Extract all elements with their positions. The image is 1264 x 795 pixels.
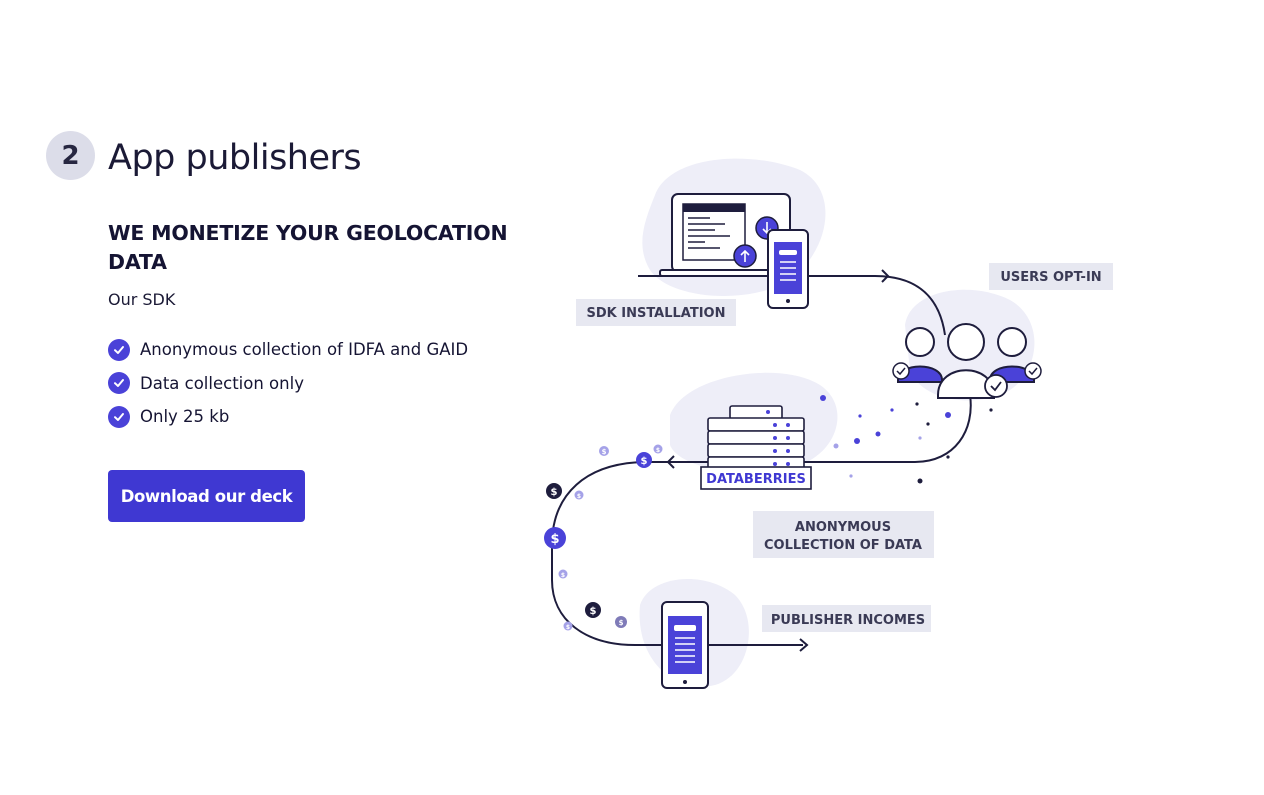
svg-text:$: $ xyxy=(619,619,624,627)
publisher-incomes-label: PUBLISHER INCOMES xyxy=(771,613,925,628)
download-deck-button[interactable]: Download our deck xyxy=(108,470,305,522)
svg-text:$: $ xyxy=(551,487,558,498)
anonymous-label-line2: COLLECTION OF DATA xyxy=(764,538,922,553)
svg-text:$: $ xyxy=(656,447,660,454)
feature-text: Only 25 kb xyxy=(140,407,230,427)
label-background xyxy=(989,263,1113,290)
upload-icon xyxy=(733,244,757,268)
users-icon xyxy=(897,323,1035,399)
label-background xyxy=(762,605,931,632)
section-title: App publishers xyxy=(108,138,362,178)
label-background xyxy=(753,511,934,558)
check-icon xyxy=(108,338,130,361)
feature-text: Data collection only xyxy=(140,373,304,393)
subhead: Our SDK xyxy=(108,290,176,309)
coin-icon: $ xyxy=(585,602,601,618)
sdk-flow-diagram: SDK INSTALLATION USERS OPT-IN xyxy=(544,158,1113,689)
svg-text:$: $ xyxy=(602,448,607,456)
databerries-label-box xyxy=(700,466,812,490)
coin-icon: $ xyxy=(636,452,652,468)
data-dots xyxy=(820,395,993,484)
step-number-badge: 2 xyxy=(46,131,95,180)
feature-text: Anonymous collection of IDFA and GAID xyxy=(140,340,469,360)
svg-text:$: $ xyxy=(550,532,559,547)
coin-icon: $ xyxy=(599,446,609,456)
flow-path xyxy=(638,275,946,336)
feature-item: Only 25 kb xyxy=(108,400,468,434)
coin-icon: $ xyxy=(615,616,627,628)
label-background xyxy=(576,299,736,326)
anonymous-label-line1: ANONYMOUS xyxy=(795,520,891,535)
svg-text:$: $ xyxy=(566,624,570,631)
check-icon xyxy=(108,405,130,428)
check-icon xyxy=(108,372,130,395)
svg-text:$: $ xyxy=(577,493,581,500)
feature-item: Data collection only xyxy=(108,367,468,401)
feature-item: Anonymous collection of IDFA and GAID xyxy=(108,333,468,367)
svg-text:$: $ xyxy=(561,572,565,579)
arrow-icon xyxy=(666,455,675,469)
headline: WE MONETIZE YOUR GEOLOCATION DATA xyxy=(108,221,508,274)
flow-path xyxy=(551,394,972,646)
databerries-label: DATABERRIES xyxy=(706,472,806,487)
check-icon xyxy=(892,362,1042,398)
coin-icon: $ xyxy=(546,483,562,499)
feature-list: Anonymous collection of IDFA and GAID Da… xyxy=(108,333,468,434)
coin-icon: $ xyxy=(563,621,573,631)
svg-text:$: $ xyxy=(590,606,597,617)
coin-icon: $ xyxy=(574,490,584,500)
sdk-installation-label: SDK INSTALLATION xyxy=(586,306,725,321)
phone-icon xyxy=(661,601,709,689)
coin-icon: $ xyxy=(558,569,568,579)
users-opt-in-label: USERS OPT-IN xyxy=(1000,270,1101,285)
arrow-icon xyxy=(881,269,890,283)
phone-icon xyxy=(767,229,809,309)
svg-text:$: $ xyxy=(641,456,648,467)
coin-icon: $ xyxy=(544,527,566,549)
coin-icon: $ xyxy=(653,444,663,454)
arrow-icon xyxy=(799,638,809,652)
